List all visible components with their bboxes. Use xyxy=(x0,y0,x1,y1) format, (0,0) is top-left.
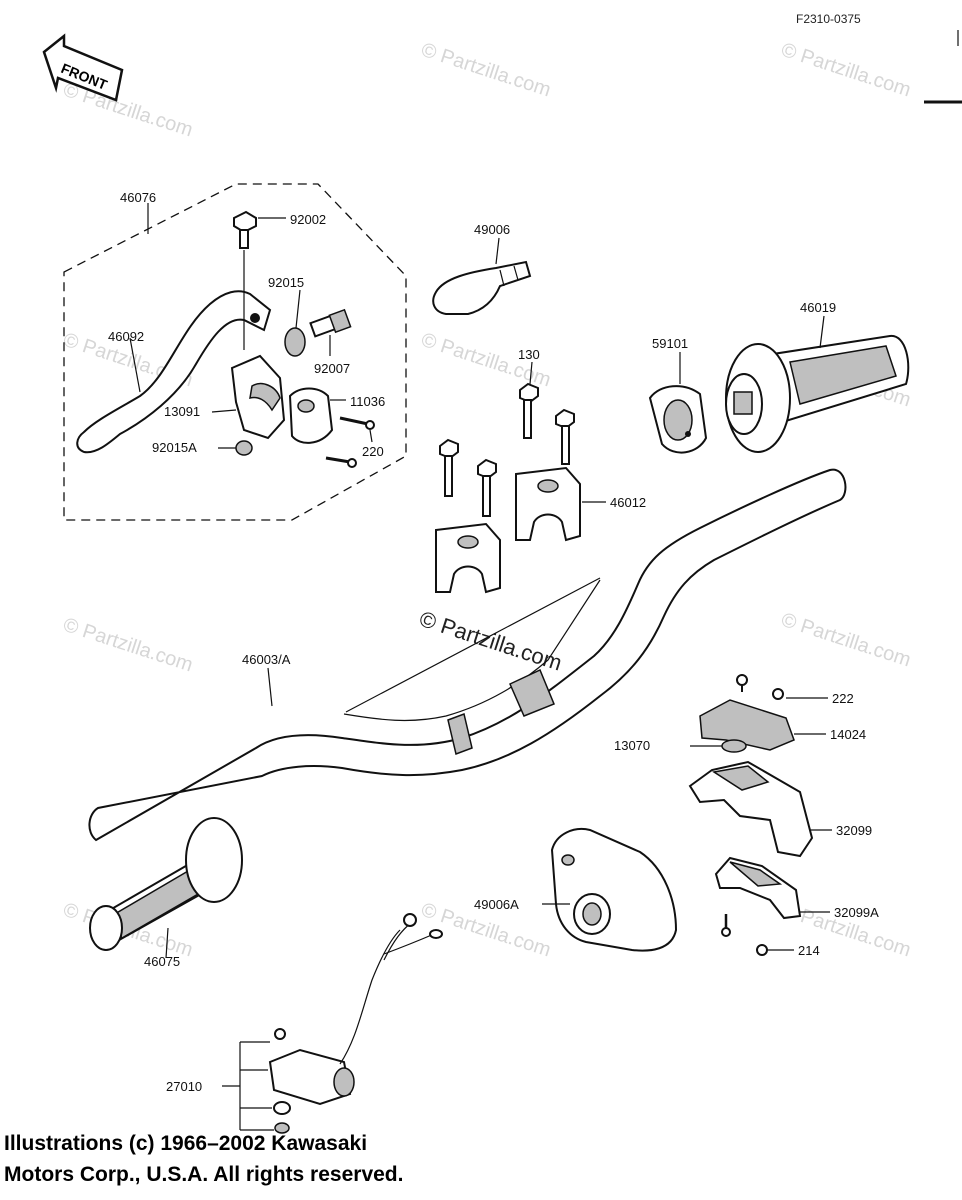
throttle-grip-icon xyxy=(725,334,910,453)
leader-line xyxy=(129,337,141,393)
leader-line xyxy=(222,1041,274,1131)
part-label: 92007 xyxy=(314,361,350,376)
nut-icon xyxy=(235,440,253,456)
lever-holder-icon xyxy=(230,354,286,440)
bolt-icon xyxy=(439,382,575,517)
screw-icon xyxy=(325,416,375,468)
part-label: 13070 xyxy=(614,738,650,753)
leader-line xyxy=(369,429,373,443)
front-arrow-icon: FRONT xyxy=(42,33,124,102)
watermark: © Partzilla.com xyxy=(778,609,913,672)
part-label: 59101 xyxy=(652,336,688,351)
kill-switch-icon xyxy=(268,913,443,1134)
leader-line xyxy=(211,409,237,413)
part-label: 92002 xyxy=(290,212,326,227)
part-label: 46003/A xyxy=(242,652,291,667)
part-label: 222 xyxy=(832,691,854,706)
clutch-lever-icon xyxy=(76,290,272,454)
watermark: © Partzilla.com xyxy=(778,39,913,102)
figure-code: F2310-0375 xyxy=(796,12,861,26)
handlebar-holder-icon xyxy=(435,466,581,594)
adjuster-screw-icon xyxy=(309,308,352,338)
part-label: 46012 xyxy=(610,495,646,510)
leader-line xyxy=(267,667,273,707)
part-label: 13091 xyxy=(164,404,200,419)
part-label: 92015A xyxy=(152,440,197,455)
clamp-icon xyxy=(288,387,334,444)
part-label: 49006 xyxy=(474,222,510,237)
watermark: © Partzilla.com xyxy=(60,79,195,142)
copyright-line: Motors Corp., U.S.A. All rights reserved… xyxy=(4,1163,404,1186)
leader-line xyxy=(819,315,825,349)
switch-housing-icon xyxy=(688,674,814,956)
watermark: © Partzilla.com xyxy=(418,39,553,102)
switch-bracket-icon xyxy=(550,828,678,952)
part-label: 32099 xyxy=(836,823,872,838)
part-labels: 46076 92002 92015 46092 92007 13091 1103… xyxy=(108,190,879,1094)
part-label: 11036 xyxy=(350,394,385,409)
part-label: 49006A xyxy=(474,897,519,912)
leader-line xyxy=(165,927,169,959)
leader-line xyxy=(295,289,301,329)
nut-icon xyxy=(284,327,306,357)
handlebar-icon xyxy=(88,468,847,842)
part-label: 130 xyxy=(518,347,540,362)
part-label: 46092 xyxy=(108,329,144,344)
part-label: 46076 xyxy=(120,190,156,205)
leader-line xyxy=(529,361,533,385)
watermark: © Partzilla.com xyxy=(60,614,195,677)
left-grip-icon xyxy=(89,817,243,951)
grip-cover-icon xyxy=(432,260,532,315)
part-label: 92015 xyxy=(268,275,304,290)
leader-line xyxy=(495,237,500,265)
watermark-center: © Partzilla.com xyxy=(416,606,565,676)
part-label: 32099A xyxy=(834,905,879,920)
part-label: 220 xyxy=(362,444,384,459)
part-label: 214 xyxy=(798,943,820,958)
copyright-line: Illustrations (c) 1966–2002 Kawasaki xyxy=(4,1132,368,1155)
part-label: 46019 xyxy=(800,300,836,315)
part-label: 14024 xyxy=(830,727,866,742)
part-label: 46075 xyxy=(144,954,180,969)
lever-assembly-outline xyxy=(63,183,407,521)
bolt-icon xyxy=(233,210,257,350)
throttle-housing-icon xyxy=(648,385,708,454)
copyright-notice: Illustrations (c) 1966–2002 Kawasaki Mot… xyxy=(4,1128,403,1190)
part-label: 27010 xyxy=(166,1079,202,1094)
